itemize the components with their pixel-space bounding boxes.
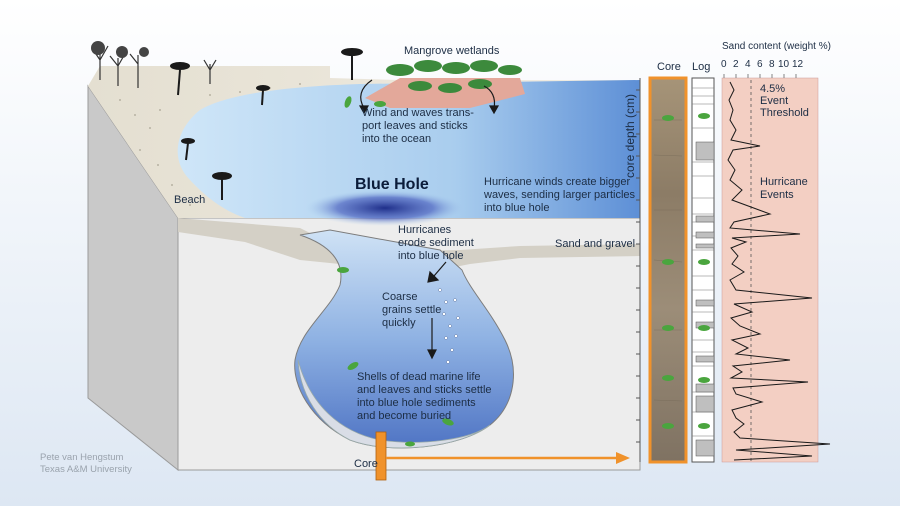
sand-gravel-label: Sand and gravel — [555, 238, 636, 250]
core-texture — [653, 119, 683, 402]
threshold-line-2: Event — [760, 95, 789, 107]
lagoon-water — [177, 80, 640, 218]
hurricanes-erode-label: Hurricanes erode sediment into blue hole — [398, 224, 474, 263]
sand-content-curve — [727, 81, 831, 461]
hurricane-winds-label: Hurricane winds create bigger waves, sen… — [484, 176, 635, 215]
core-label: Core — [354, 458, 378, 470]
hurricane-winds-line-2: waves, sending larger particles — [484, 189, 636, 201]
depth-ticks — [636, 89, 640, 443]
sand-panel — [721, 77, 819, 463]
shore-speckles — [119, 83, 301, 206]
core-tube — [375, 431, 387, 481]
mangrove-label: Mangrove wetlands — [404, 45, 500, 57]
log-coarse-beds — [695, 141, 715, 457]
sand-tick-12: 12 — [792, 59, 804, 70]
events-line-2: Events — [760, 189, 794, 201]
hurricanes-erode-line-1: Hurricanes — [398, 224, 452, 236]
credit-institution: Texas A&M University — [40, 464, 132, 475]
sand-tick-4: 4 — [745, 59, 751, 70]
core-column-title: Core — [657, 61, 681, 73]
shrubs — [91, 41, 149, 58]
leaves — [337, 96, 454, 447]
threshold-label: 4.5% Event Threshold — [760, 83, 809, 119]
threshold-line-3: Threshold — [760, 107, 809, 119]
credit-author: Pete van Hengstum — [40, 452, 124, 463]
sand-tick-2: 2 — [733, 59, 739, 70]
palm-trees — [177, 55, 353, 200]
sand-tick-0: 0 — [721, 59, 727, 70]
beach-label: Beach — [174, 194, 206, 206]
coarse-line-3: quickly — [382, 317, 416, 329]
coarse-line-1: Coarse — [382, 291, 418, 303]
blue-hole-spot — [305, 190, 465, 226]
core-arrow-head — [616, 452, 630, 464]
blue-hole-title: Blue Hole — [355, 176, 429, 193]
wind-waves-line-3: into the ocean — [362, 133, 432, 145]
falling-grains — [438, 288, 460, 364]
credit: Pete van Hengstum Texas A&M University — [40, 452, 132, 476]
mangrove-trees — [386, 60, 522, 93]
sand-gravel-layer — [178, 218, 640, 272]
cavity-sediment — [297, 359, 491, 449]
log-column-title: Log — [692, 61, 711, 73]
shells-line-4: and become buried — [357, 410, 452, 422]
coarse-line-2: grains settle — [382, 304, 442, 316]
threshold-line-1: 4.5% — [760, 83, 786, 95]
sand-tick-6: 6 — [757, 59, 763, 70]
palm-fronds — [170, 48, 363, 180]
sand-tick-10: 10 — [778, 59, 790, 70]
hurricane-events-label: Hurricane Events — [760, 176, 808, 202]
shells-label: Shells of dead marine life and leaves an… — [357, 371, 492, 423]
wind-waves-line-2: port leaves and sticks — [362, 120, 468, 132]
sand-content-title: Sand content (weight %) — [722, 41, 831, 52]
shells-line-3: into blue hole sediments — [357, 397, 476, 409]
shells-line-2: and leaves and sticks settle — [357, 384, 492, 396]
hurricane-winds-line-1: Hurricane winds create bigger — [484, 176, 631, 188]
wind-waves-line-1: Wind and waves trans- — [362, 107, 474, 119]
coarse-grains-label: Coarse grains settle quickly — [382, 291, 441, 330]
hurricanes-erode-line-3: into blue hole — [398, 250, 464, 262]
sand-tick-8: 8 — [769, 59, 775, 70]
core-column — [648, 76, 688, 464]
hurricane-winds-line-3: into blue hole — [484, 202, 550, 214]
events-line-1: Hurricane — [760, 176, 808, 188]
core-leaves — [662, 113, 710, 429]
flow-arrows — [358, 79, 500, 360]
depth-axis-label: core depth (cm) — [623, 93, 637, 178]
wind-waves-label: Wind and waves trans- port leaves and st… — [362, 107, 474, 146]
sand-axis-ticks — [723, 74, 797, 78]
hurricanes-erode-line-2: erode sediment — [398, 237, 474, 249]
shells-line-1: Shells of dead marine life — [357, 371, 481, 383]
